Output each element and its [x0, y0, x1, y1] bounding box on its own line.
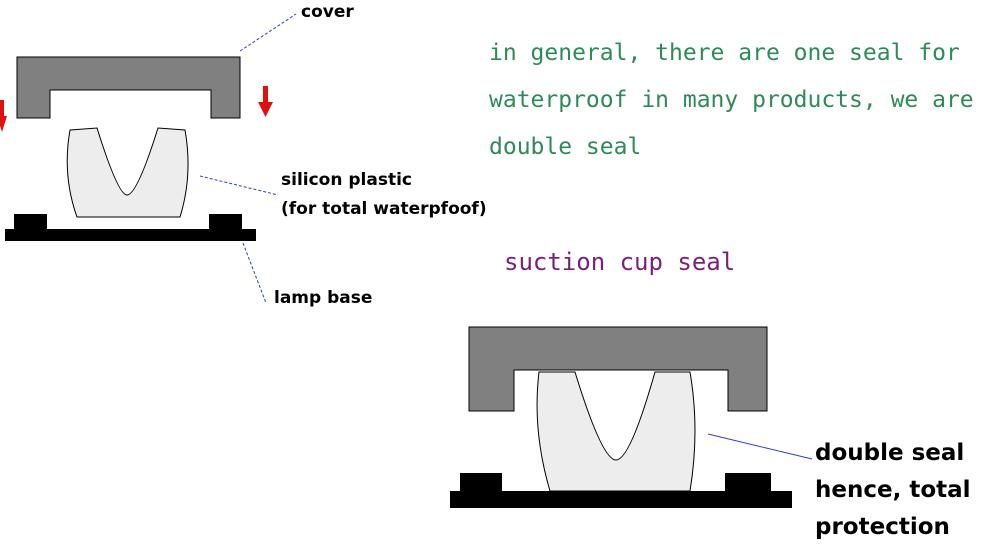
- suction-cup-seal-title: suction cup seal: [504, 248, 736, 276]
- note-line-3: double seal: [489, 134, 642, 160]
- note-line-2: waterproof in many products, we are: [489, 87, 974, 113]
- note-line-1: in general, there are one seal for: [489, 40, 960, 66]
- assembled-assembly: [450, 326, 813, 508]
- double-seal-line-1: double seal: [815, 440, 965, 466]
- right-down-arrow: [258, 86, 273, 117]
- silicon-plastic-label: silicon plastic: [281, 170, 412, 190]
- lamp-base-leader-line: [242, 242, 267, 304]
- double-seal-line-3: protection: [815, 514, 950, 540]
- assembled-cover-shape: [468, 326, 768, 412]
- cover-shape: [16, 56, 241, 119]
- silicon-leader-line: [199, 175, 279, 196]
- cover-leader-line: [239, 13, 297, 52]
- lamp-base-label: lamp base: [274, 288, 373, 308]
- lamp-base-shape: [5, 214, 256, 241]
- cover-label: cover: [301, 2, 354, 22]
- double-seal-line-2: hence, total: [815, 477, 971, 503]
- silicon-plastic-sublabel: (for total waterpfoof): [281, 199, 487, 219]
- double-seal-leader-line: [707, 433, 813, 460]
- assembled-base-shape: [450, 473, 792, 508]
- silicon-plastic-shape: [66, 127, 189, 218]
- left-down-arrow: [0, 100, 7, 132]
- assembled-silicon-shape: [536, 371, 696, 492]
- exploded-assembly: [0, 13, 297, 304]
